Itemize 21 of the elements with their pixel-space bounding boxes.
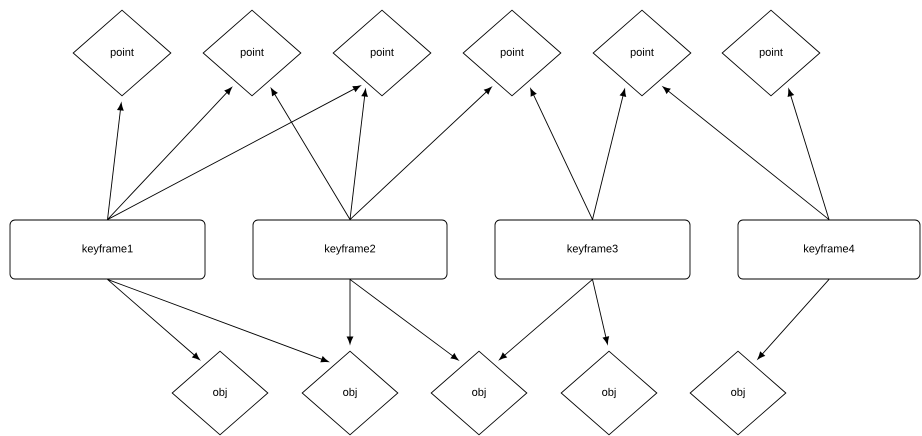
arrow (757, 279, 830, 360)
arrow (592, 279, 610, 344)
keyframe-box: keyframe3 (494, 220, 690, 280)
arrow (107, 279, 329, 362)
arrow (107, 102, 124, 220)
keyframe-box: keyframe4 (738, 220, 920, 280)
arrow (530, 88, 593, 220)
arrow (270, 88, 350, 220)
arrow (107, 85, 361, 220)
arrow (350, 86, 492, 220)
arrow (107, 87, 232, 220)
arrow (346, 279, 354, 344)
arrow (350, 279, 459, 360)
arrow (662, 86, 830, 220)
keyframe-box: keyframe1 (10, 220, 206, 280)
arrow (592, 88, 626, 220)
arrow (107, 279, 200, 360)
arrow (350, 88, 368, 220)
arrow (788, 88, 830, 220)
keyframe-box: keyframe2 (252, 220, 448, 280)
arrow (499, 279, 593, 360)
